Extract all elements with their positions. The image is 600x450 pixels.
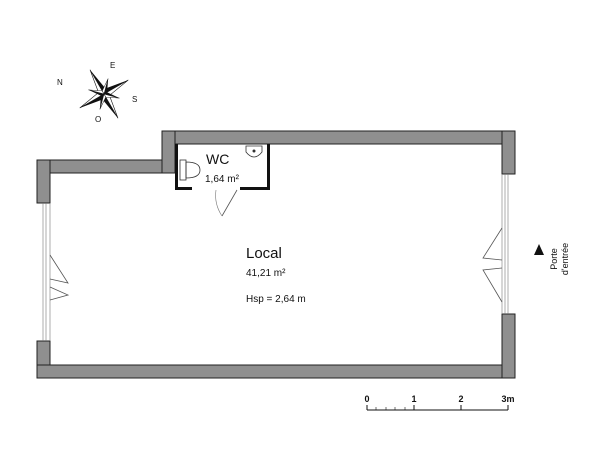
compass-rose: N E S O	[57, 61, 137, 124]
scale-tick-1: 1	[411, 394, 416, 404]
window-left	[42, 203, 70, 341]
wc-partitions	[175, 144, 270, 190]
wc-room-area: 1,64 m²	[205, 174, 240, 185]
local-room-name: Local	[246, 245, 282, 262]
scale-tick-3: 3m	[501, 394, 514, 404]
local-room-height: Hsp = 2,64 m	[246, 294, 306, 305]
compass-label-s: S	[132, 95, 137, 104]
entrance-label-line2: d'entrée	[560, 243, 570, 275]
entrance-label-line1: Porte	[549, 248, 559, 270]
entrance-marker: Porte d'entrée	[534, 243, 570, 275]
compass-label-o: O	[95, 115, 101, 124]
toilet-icon	[179, 159, 201, 181]
wall-step	[161, 130, 176, 174]
entrance-door	[482, 174, 509, 314]
compass-star-icon	[79, 69, 129, 119]
compass-label-e: E	[110, 61, 115, 70]
wall-right-upper	[501, 130, 516, 175]
wc-door	[215, 189, 238, 217]
sink-icon	[245, 145, 263, 158]
local-room-area: 41,21 m²	[246, 268, 286, 279]
scale-tick-0: 0	[364, 394, 369, 404]
wall-bottom	[36, 364, 516, 379]
wall-top-left	[36, 159, 176, 174]
compass-label-n: N	[57, 78, 63, 87]
wc-room-name: WC	[206, 151, 229, 167]
entrance-arrow-icon	[534, 244, 544, 255]
wall-left-upper	[36, 159, 51, 204]
scale-bar: 0 1 2 3m	[364, 394, 515, 411]
scale-tick-2: 2	[458, 394, 463, 404]
walls	[36, 130, 516, 379]
wall-top-right	[161, 130, 516, 145]
wall-right-lower	[501, 313, 516, 379]
